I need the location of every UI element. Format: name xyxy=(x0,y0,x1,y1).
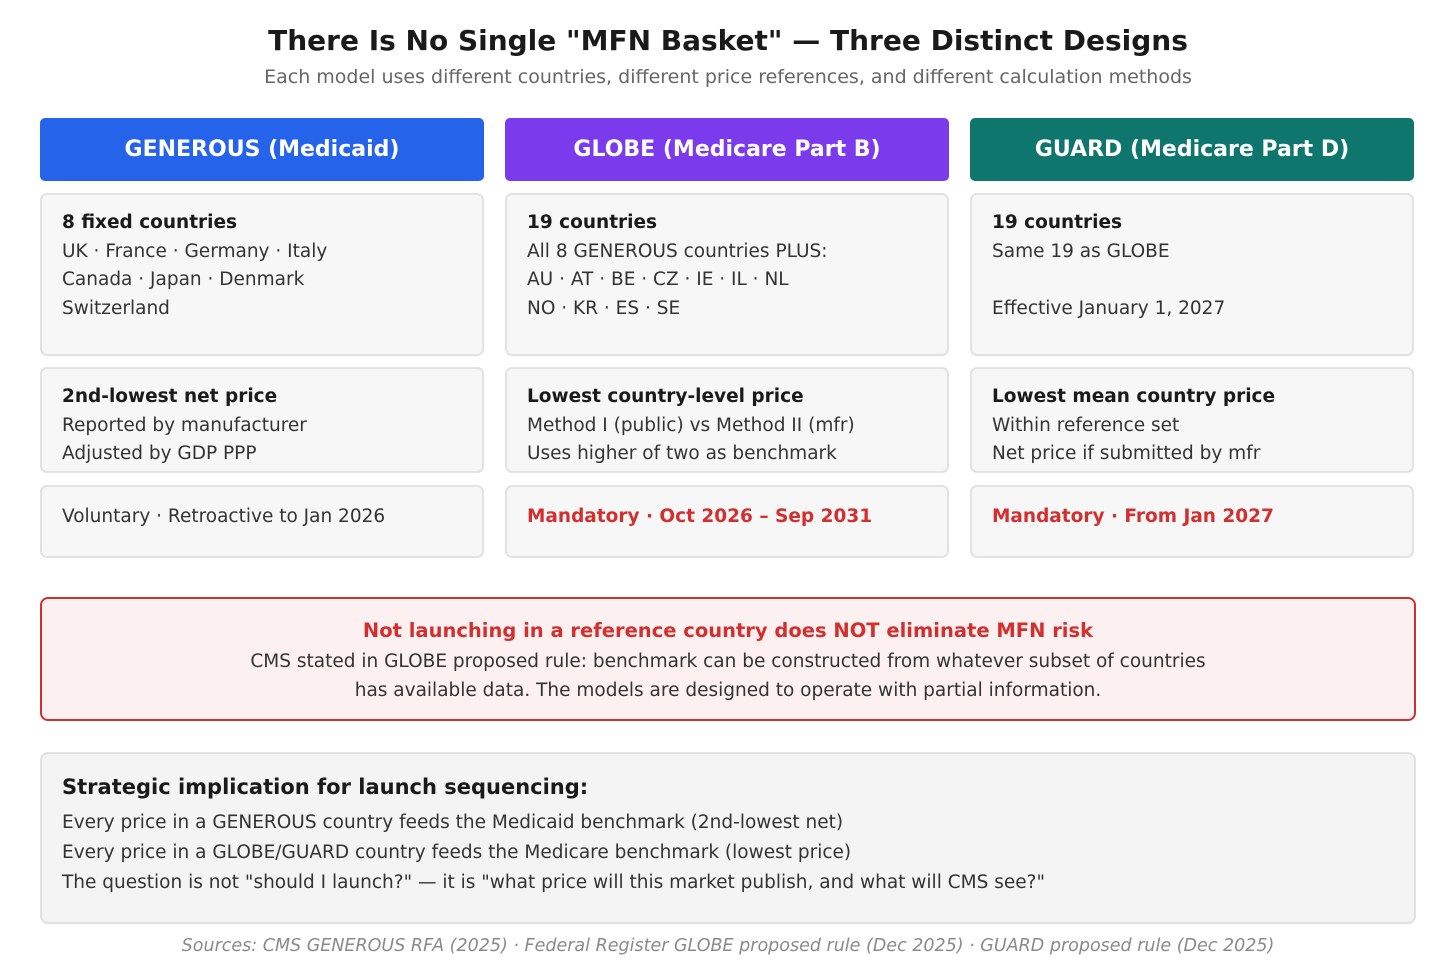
guard-countries-line: Effective January 1, 2027 xyxy=(992,297,1226,319)
globe-countries-heading: 19 countries xyxy=(527,212,658,233)
strategy-title: Strategic implication for launch sequenc… xyxy=(62,775,589,799)
globe-countries-card: 19 countries All 8 GENEROUS countries PL… xyxy=(505,193,949,356)
globe-pricing-card: Lowest country-level price Method I (pub… xyxy=(505,367,949,473)
strategy-line: Every price in a GLOBE/GUARD country fee… xyxy=(62,842,852,863)
warning-line: CMS stated in GLOBE proposed rule: bench… xyxy=(250,651,1206,672)
strategy-line: The question is not "should I launch?" —… xyxy=(62,872,1045,893)
guard-pricing-line: Within reference set xyxy=(992,414,1180,436)
generous-pricing-heading: 2nd-lowest net price xyxy=(62,386,278,407)
sources-footnote: Sources: CMS GENEROUS RFA (2025) · Feder… xyxy=(181,936,1275,956)
guard-status: Mandatory · From Jan 2027 xyxy=(992,506,1274,527)
strategy-line: Every price in a GENEROUS country feeds … xyxy=(62,812,844,833)
globe-countries-line: NO · KR · ES · SE xyxy=(527,297,681,319)
generous-pricing-line: Adjusted by GDP PPP xyxy=(62,443,257,464)
warning-line: has available data. The models are desig… xyxy=(354,679,1102,701)
generous-header: GENEROUS (Medicaid) xyxy=(40,118,484,181)
generous-status: Voluntary · Retroactive to Jan 2026 xyxy=(62,506,386,527)
globe-countries-line: AU · AT · BE · CZ · IE · IL · NL xyxy=(527,269,789,290)
strategic-implication-box: Strategic implication for launch sequenc… xyxy=(40,752,1416,924)
guard-pricing-line: Net price if submitted by mfr xyxy=(992,443,1261,464)
globe-countries-line: All 8 GENEROUS countries PLUS: xyxy=(527,240,828,262)
globe-pricing-line: Method I (public) vs Method II (mfr) xyxy=(527,414,855,436)
guard-countries-heading: 19 countries xyxy=(992,212,1123,233)
generous-countries-heading: 8 fixed countries xyxy=(62,212,238,233)
globe-status: Mandatory · Oct 2026 – Sep 2031 xyxy=(527,506,873,527)
globe-status-card: Mandatory · Oct 2026 – Sep 2031 xyxy=(505,485,949,558)
generous-pricing-line: Reported by manufacturer xyxy=(62,414,307,436)
warning-title: Not launching in a reference country doe… xyxy=(362,619,1094,642)
mfn-risk-warning: Not launching in a reference country doe… xyxy=(40,597,1416,721)
generous-countries-line: Canada · Japan · Denmark xyxy=(62,269,305,290)
globe-pricing-heading: Lowest country-level price xyxy=(527,386,804,407)
page-title: There Is No Single "MFN Basket" — Three … xyxy=(268,24,1188,57)
guard-pricing-heading: Lowest mean country price xyxy=(992,386,1276,407)
guard-countries-line: Same 19 as GLOBE xyxy=(992,240,1170,262)
guard-countries-line xyxy=(992,266,1392,295)
globe-pricing-line: Uses higher of two as benchmark xyxy=(527,443,837,464)
generous-countries-line: Switzerland xyxy=(62,297,170,319)
globe-header: GLOBE (Medicare Part B) xyxy=(505,118,949,181)
generous-status-card: Voluntary · Retroactive to Jan 2026 xyxy=(40,485,484,558)
guard-countries-card: 19 countries Same 19 as GLOBE Effective … xyxy=(970,193,1414,356)
guard-status-card: Mandatory · From Jan 2027 xyxy=(970,485,1414,558)
page-subtitle: Each model uses different countries, dif… xyxy=(264,66,1192,88)
guard-pricing-card: Lowest mean country price Within referen… xyxy=(970,367,1414,473)
generous-countries-line: UK · France · Germany · Italy xyxy=(62,240,328,262)
generous-pricing-card: 2nd-lowest net price Reported by manufac… xyxy=(40,367,484,473)
generous-countries-card: 8 fixed countries UK · France · Germany … xyxy=(40,193,484,356)
guard-header: GUARD (Medicare Part D) xyxy=(970,118,1414,181)
